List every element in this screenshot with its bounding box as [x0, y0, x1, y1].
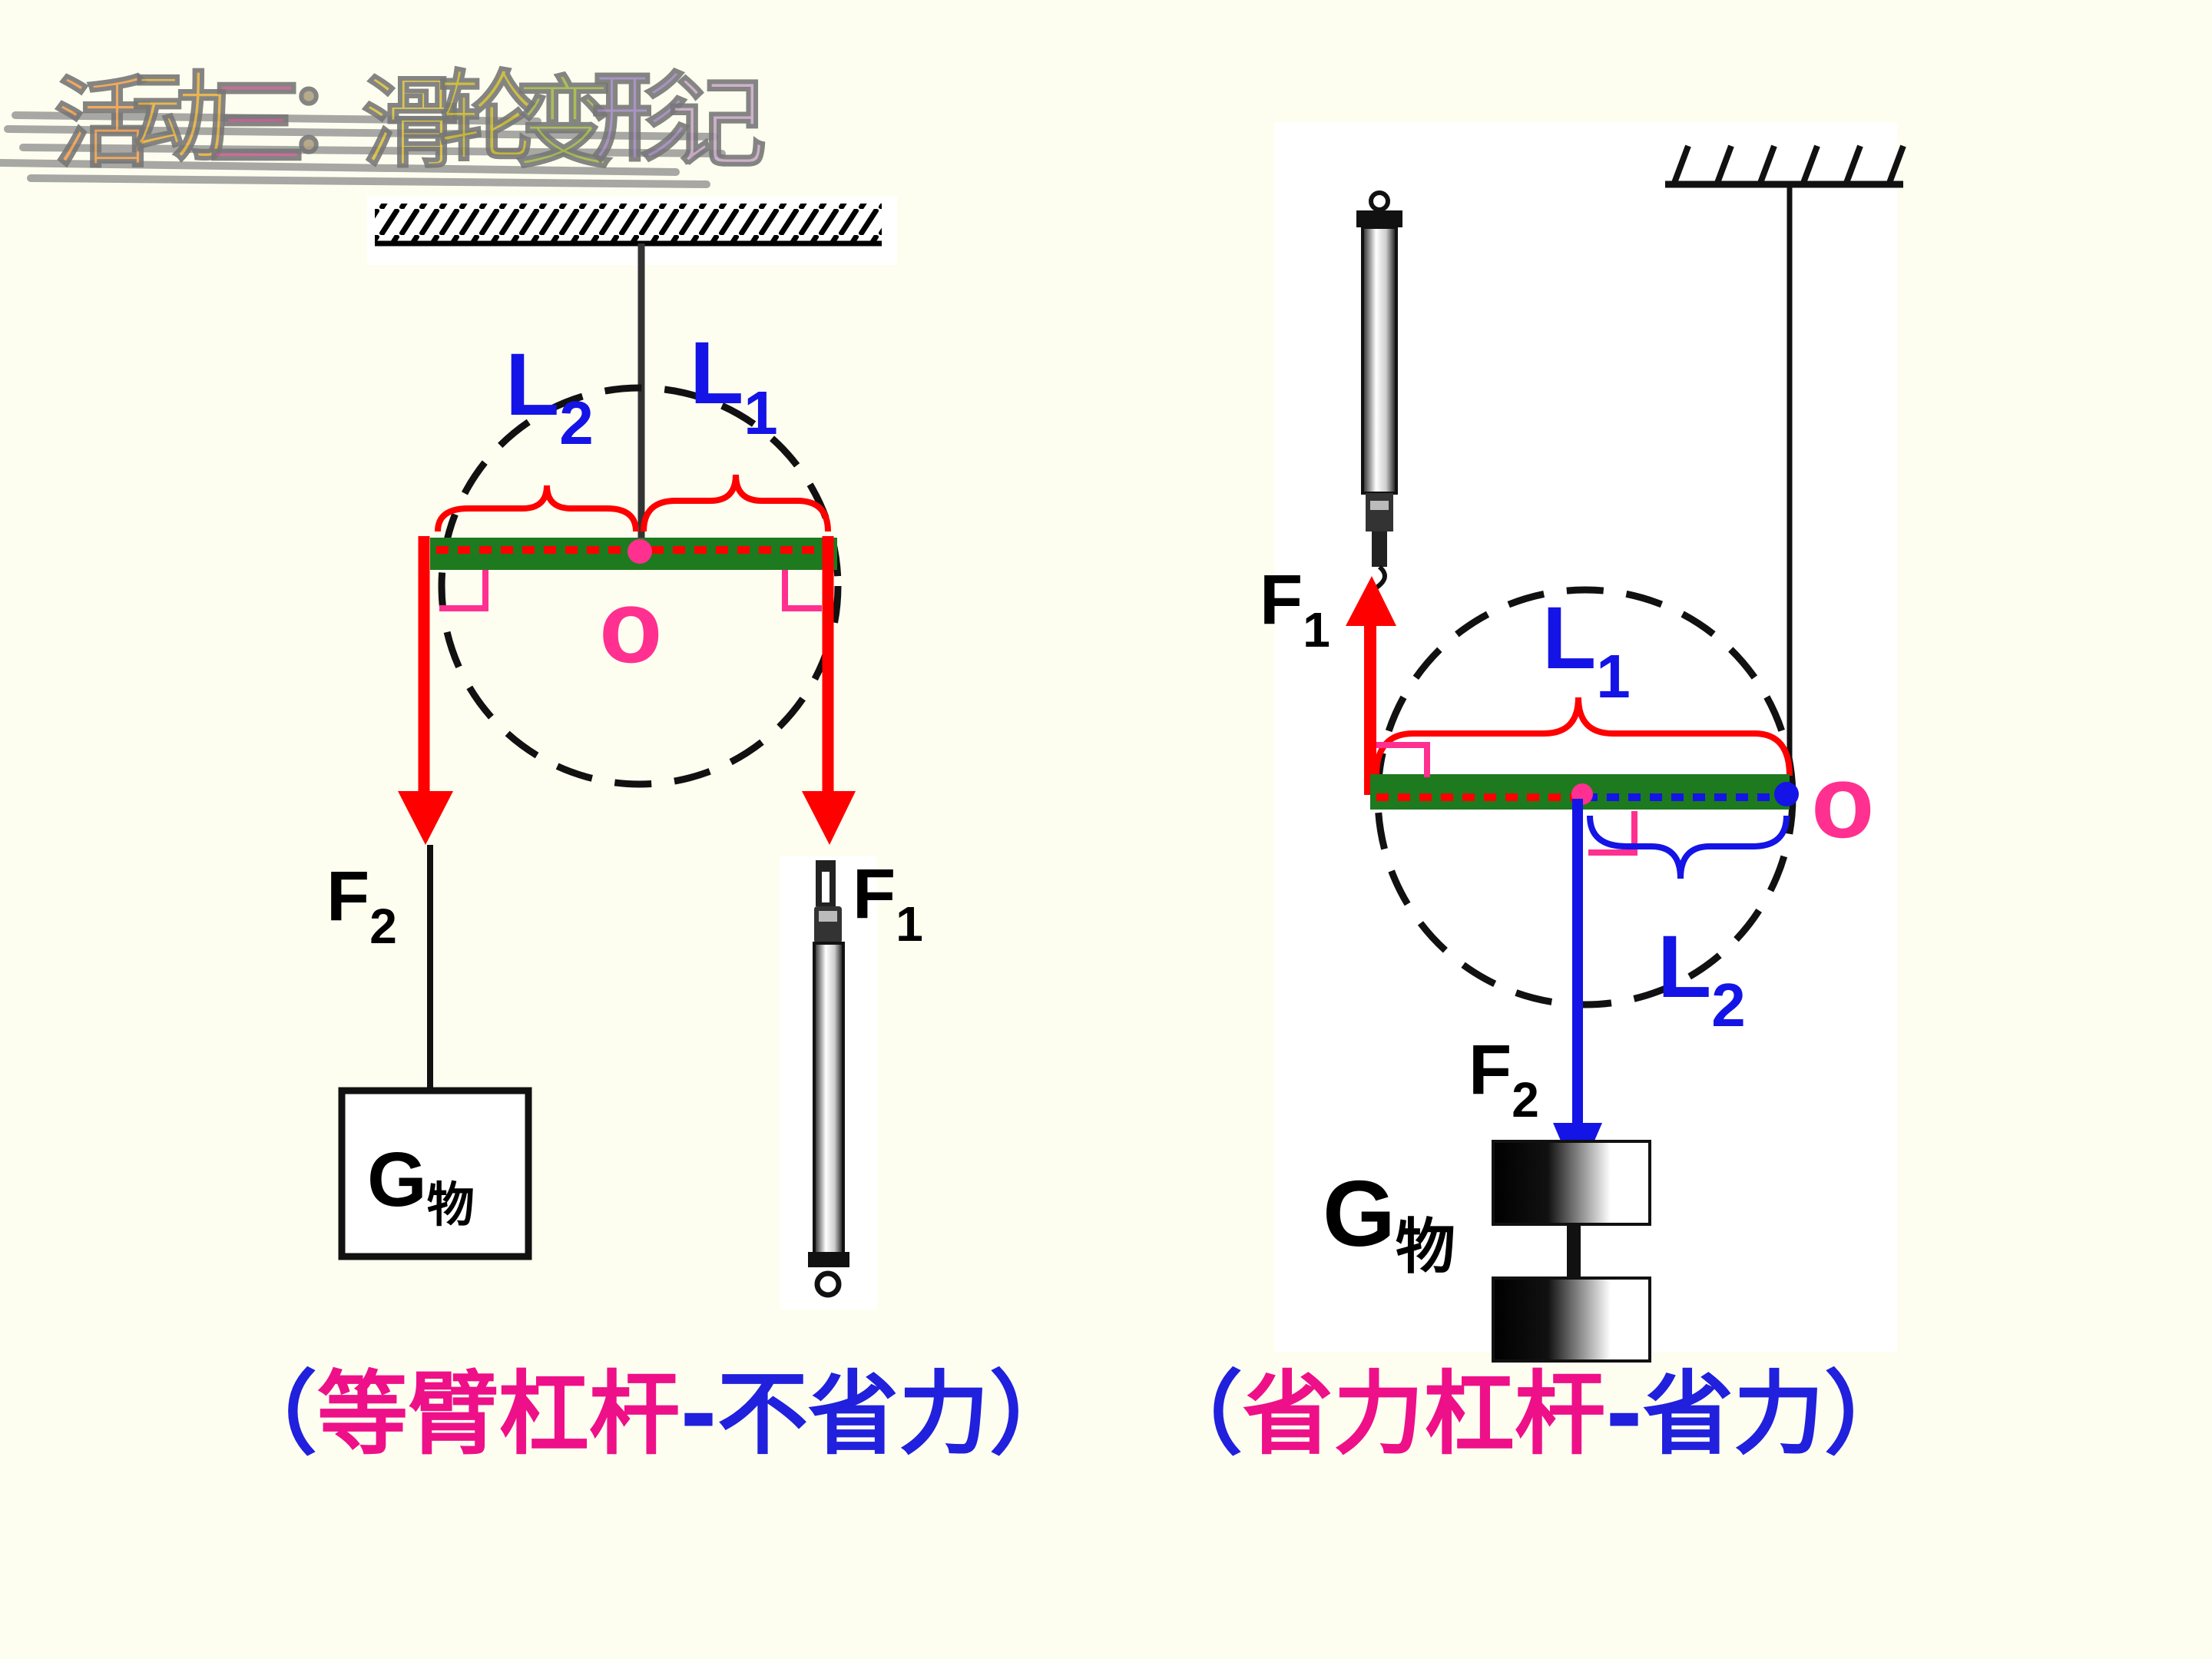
label-O: o: [599, 568, 662, 684]
brace-L2: [1587, 815, 1790, 879]
weight-block-bottom: [1492, 1277, 1651, 1363]
label-G-weight: G物: [1323, 1161, 1455, 1280]
title-char-2: 动: [131, 60, 229, 175]
title-char-6: 轮: [438, 60, 536, 175]
right-angle-mark-right: [782, 570, 822, 611]
title-char-7: 变: [515, 66, 613, 181]
weight-connector: [1567, 1224, 1581, 1278]
weight-box: [338, 1087, 532, 1260]
label-L1: L1: [690, 324, 778, 447]
label-L2: L2: [505, 336, 594, 457]
label-L2: L2: [1657, 918, 1746, 1039]
force-F1-arrow-head: [802, 791, 856, 845]
title-char-3: 三: [207, 66, 306, 181]
ceiling-hatch: [375, 204, 882, 243]
label-F1: F1: [1260, 561, 1330, 657]
title-char-4: ：: [284, 60, 382, 175]
fulcrum-point: [628, 539, 652, 564]
spring-scale: [780, 856, 877, 1310]
left-diagram-fixed-pulley: L2 L1 o F2 F1 G物: [326, 196, 923, 1310]
weight-block-top: [1492, 1140, 1651, 1226]
title-char-8: 形: [591, 60, 690, 175]
label-G-weight: G物: [367, 1137, 475, 1232]
caption-left: （等臂杠杆-不省力）: [227, 1361, 1080, 1467]
caption-right: （省力杠杆-省力）: [1152, 1361, 1915, 1467]
brace-L1: [641, 474, 831, 532]
brace-L2: [435, 485, 639, 532]
title-char-5: 滑: [361, 66, 459, 181]
title-shadow-streaks: [0, 111, 726, 188]
force-F2-arrow-head: [398, 791, 453, 845]
force-F1-arrow-head: [1346, 576, 1396, 626]
right-angle-mark-left: [439, 570, 488, 611]
title-char-1: 活: [54, 66, 152, 181]
label-L1: L1: [1542, 589, 1631, 710]
label-O: o: [1811, 743, 1874, 859]
title-char-9: 记: [668, 66, 767, 181]
pulley-dashed-circle: [438, 384, 842, 788]
label-F1: F1: [853, 855, 923, 952]
ceiling-hatch: [1671, 144, 1906, 184]
right-angle-mark-F1: [1376, 742, 1430, 777]
spring-scale: [1356, 190, 1402, 604]
right-diagram-movable-pulley: F1 L1 o L2 F2 G物: [1260, 123, 1906, 1363]
right-angle-mark-F2: [1588, 811, 1637, 856]
brace-L1: [1373, 697, 1793, 777]
fulcrum-point: [1774, 782, 1799, 806]
label-F2: F2: [1469, 1031, 1539, 1128]
label-F2: F2: [326, 857, 397, 954]
